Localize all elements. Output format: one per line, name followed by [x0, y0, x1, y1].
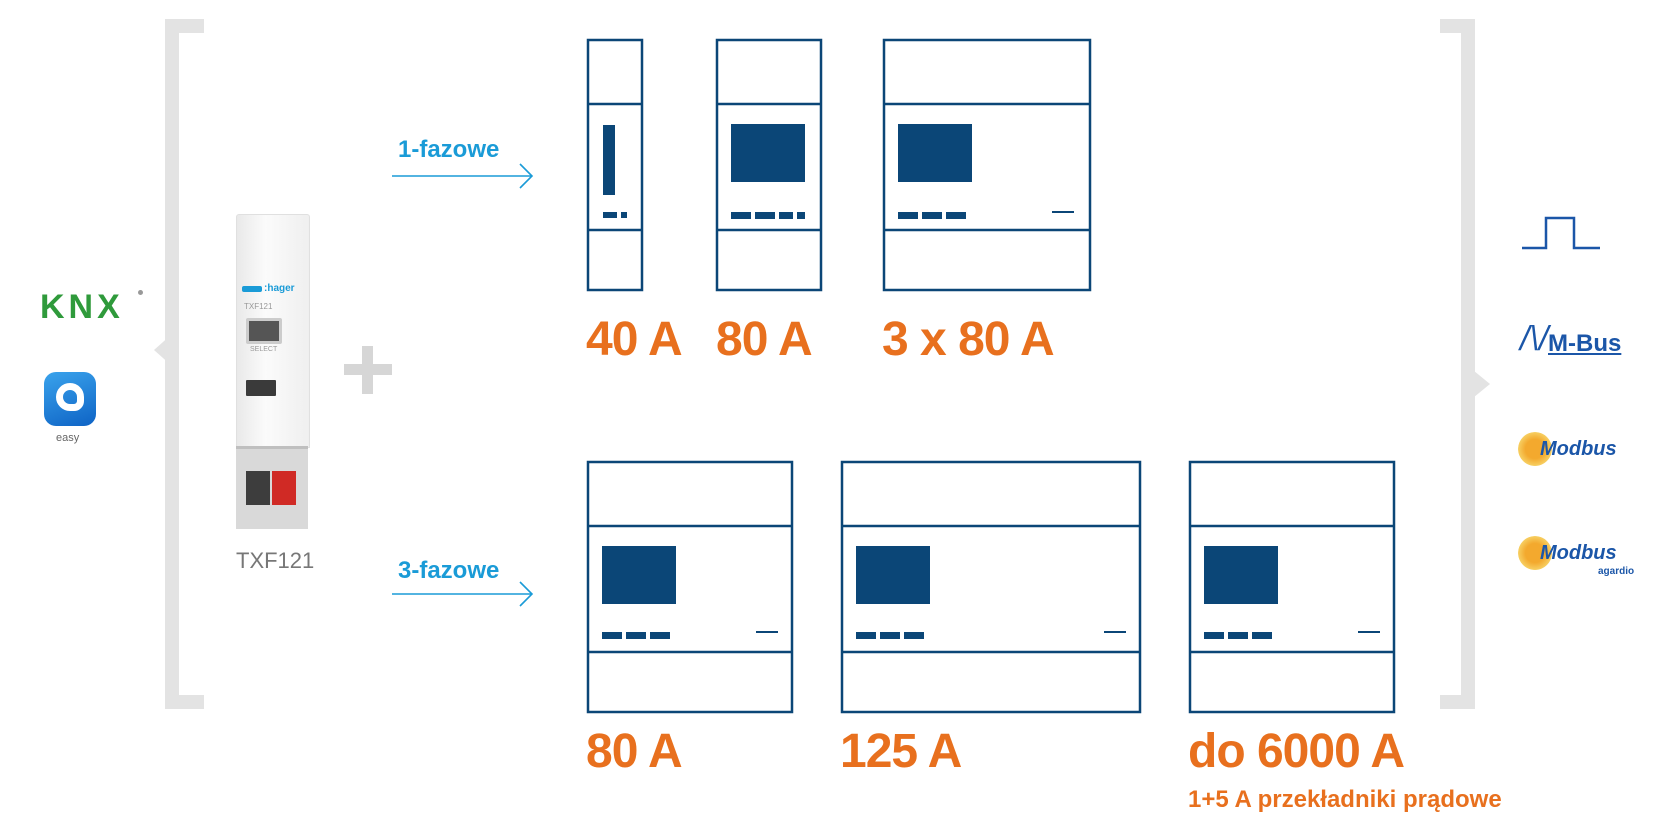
meter-40a-drawing [586, 38, 644, 292]
module-terminal-block [236, 446, 308, 529]
amp-label-single-1: 40 A [586, 313, 683, 366]
arrow-three-phase [392, 581, 534, 607]
amp-label-three-1: 80 A [586, 725, 683, 778]
easy-e-icon [56, 383, 84, 411]
left-bracket-pointer [154, 334, 172, 366]
modbus-icon [1518, 432, 1552, 466]
modbus-agardio-label: Modbus [1540, 542, 1617, 564]
module-label: TXF121 [236, 548, 315, 573]
mbus-logo: /\/ [1520, 322, 1548, 356]
single-phase-label: 1-fazowe [398, 136, 500, 163]
module-model-small: TXF121 [244, 302, 273, 311]
agardio-label: agardio [1598, 566, 1635, 577]
amp-label-three-3: do 6000 A [1188, 725, 1405, 778]
knx-logo: KNX [40, 290, 143, 324]
plus-icon [344, 346, 392, 394]
current-transformer-note: 1+5 A przekładniki prądowe [1188, 786, 1502, 813]
amp-label-single-3: 3 x 80 A [882, 313, 1055, 366]
amp-label-single-2: 80 A [716, 313, 813, 366]
select-button[interactable] [246, 318, 282, 344]
module-brand: :hager [264, 283, 295, 294]
easy-label: easy [56, 432, 80, 444]
left-bracket [165, 19, 204, 709]
terminal-black [246, 471, 270, 505]
amp-label-three-2: 125 A [840, 725, 962, 778]
three-phase-label: 3-fazowe [398, 557, 500, 584]
terminal-red [272, 471, 296, 505]
right-bracket [1440, 19, 1475, 709]
meter-3x80a-drawing [882, 38, 1092, 292]
modbus-label: Modbus [1540, 438, 1617, 460]
right-bracket-pointer [1468, 366, 1490, 402]
mbus-label: M-Bus [1548, 330, 1622, 357]
hager-logo-bar [242, 286, 262, 292]
meter-80a-single-drawing [715, 38, 823, 292]
meter-6000a-drawing [1188, 460, 1396, 714]
pulse-output-icon [1522, 216, 1600, 250]
arrow-single-phase [392, 163, 534, 189]
meter-125a-drawing [840, 460, 1142, 714]
txf121-module: :hager TXF121 SELECT [236, 214, 310, 529]
modbus-agardio-icon [1518, 536, 1552, 570]
meter-80a-three-drawing [586, 460, 794, 714]
easy-logo [44, 372, 96, 426]
knx-registered-mark [138, 290, 143, 295]
mbus-icon: /\/ [1520, 320, 1549, 358]
module-indicator [246, 380, 276, 396]
select-label: SELECT [250, 346, 278, 353]
